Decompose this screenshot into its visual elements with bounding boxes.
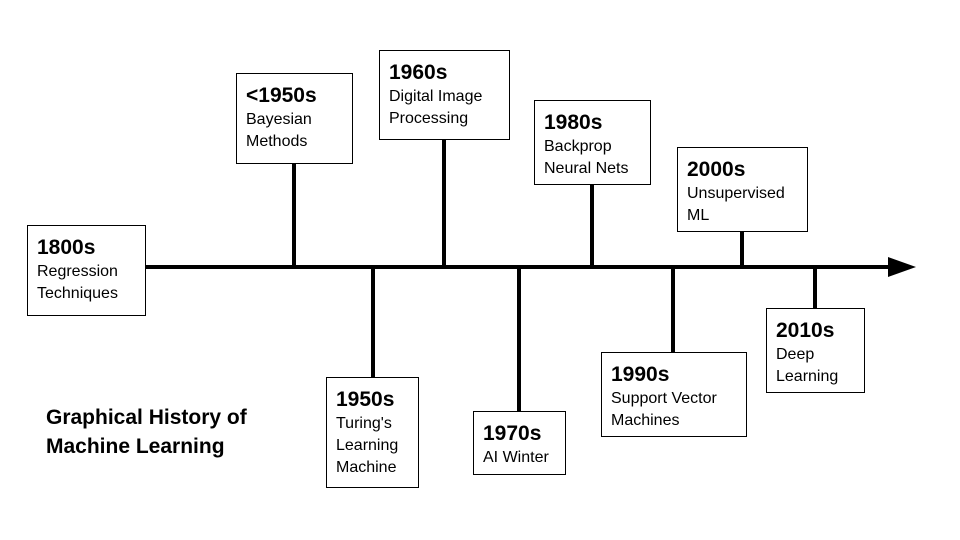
event-description: Turing's Learning Machine	[336, 415, 399, 476]
event-year: 1980s	[544, 111, 603, 134]
connector-1970s	[517, 267, 521, 412]
event-1950s: 1950s Turing's Learning Machine	[326, 377, 419, 488]
event-description: AI Winter	[483, 449, 549, 466]
connector-2010s	[813, 267, 817, 309]
connector-1980s	[590, 184, 594, 267]
event-1960s: 1960s Digital Image Processing	[379, 50, 510, 140]
event-description: Unsupervised ML	[687, 185, 785, 224]
event-2000s: 2000s Unsupervised ML	[677, 147, 808, 232]
connector-2000s	[740, 231, 744, 267]
event-description: Support Vector Machines	[611, 390, 717, 429]
event-1990s: 1990s Support Vector Machines	[601, 352, 747, 437]
timeline-arrowhead	[888, 257, 916, 277]
event-description: Deep Learning	[776, 346, 839, 385]
event-year: 1960s	[389, 61, 448, 84]
event-year: 1970s	[483, 422, 542, 445]
connector-1990s	[671, 267, 675, 353]
event-description: Bayesian Methods	[246, 111, 312, 150]
event-1970s: 1970s AI Winter	[473, 411, 566, 475]
event-pre-1950s: <1950s Bayesian Methods	[236, 73, 353, 164]
connector-1960s	[442, 140, 446, 267]
event-description: Digital Image Processing	[389, 88, 483, 127]
event-year: 2000s	[687, 158, 746, 181]
event-year: 1800s	[37, 236, 96, 259]
event-description: Backprop Neural Nets	[544, 138, 629, 177]
event-1800s: 1800s Regression Techniques	[27, 225, 146, 316]
connector-1950s	[371, 267, 375, 377]
event-description: Regression Techniques	[37, 263, 118, 302]
event-year: <1950s	[246, 84, 317, 107]
event-year: 1950s	[336, 388, 395, 411]
event-year: 1990s	[611, 363, 670, 386]
event-1980s: 1980s Backprop Neural Nets	[534, 100, 651, 185]
event-2010s: 2010s Deep Learning	[766, 308, 865, 393]
connector-1950s-early	[292, 163, 296, 267]
diagram-title: Graphical History of Machine Learning	[46, 406, 247, 458]
event-year: 2010s	[776, 319, 835, 342]
